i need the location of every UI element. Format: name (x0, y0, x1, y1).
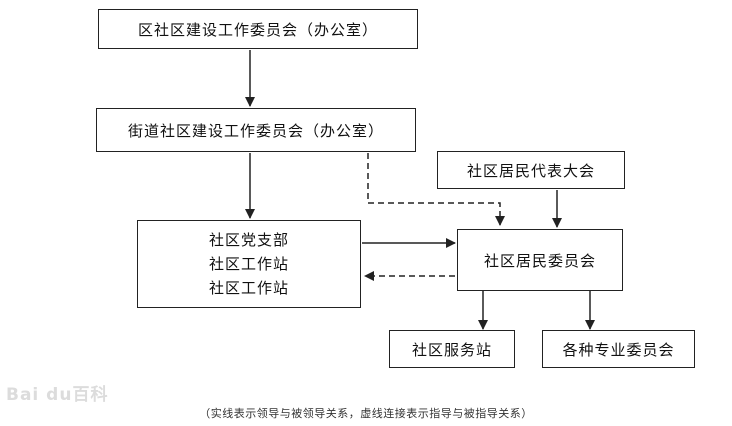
node-party-branch-line-3: 社区工作站 (208, 279, 289, 297)
dashed-street-to-committee (367, 153, 505, 226)
node-street-committee-label: 街道社区建设工作委员会（办公室） (127, 121, 384, 140)
node-residents-congress: 社区居民代表大会 (437, 151, 625, 189)
legend-caption: （实线表示领导与被领导关系，虚线连接表示指导与被指导关系） (199, 407, 533, 420)
node-party-branch-line-1: 社区党支部 (208, 231, 289, 249)
node-party-branch-line-2: 社区工作站 (208, 255, 289, 273)
node-residents-congress-label: 社区居民代表大会 (466, 161, 595, 180)
node-residents-committee: 社区居民委员会 (457, 229, 623, 291)
node-party-branch: 社区党支部 社区工作站 社区工作站 (137, 220, 361, 308)
node-district-committee-label: 区社区建设工作委员会（办公室） (137, 20, 378, 39)
node-special-committees: 各种专业委员会 (542, 330, 695, 368)
baidu-watermark: Bai du百科 (6, 385, 109, 405)
node-district-committee: 区社区建设工作委员会（办公室） (98, 9, 418, 49)
node-service-station-label: 社区服务站 (411, 340, 492, 359)
node-residents-committee-label: 社区居民委员会 (483, 251, 596, 270)
node-service-station: 社区服务站 (389, 330, 515, 368)
node-street-committee: 街道社区建设工作委员会（办公室） (96, 108, 416, 152)
node-special-committees-label: 各种专业委员会 (562, 340, 675, 359)
